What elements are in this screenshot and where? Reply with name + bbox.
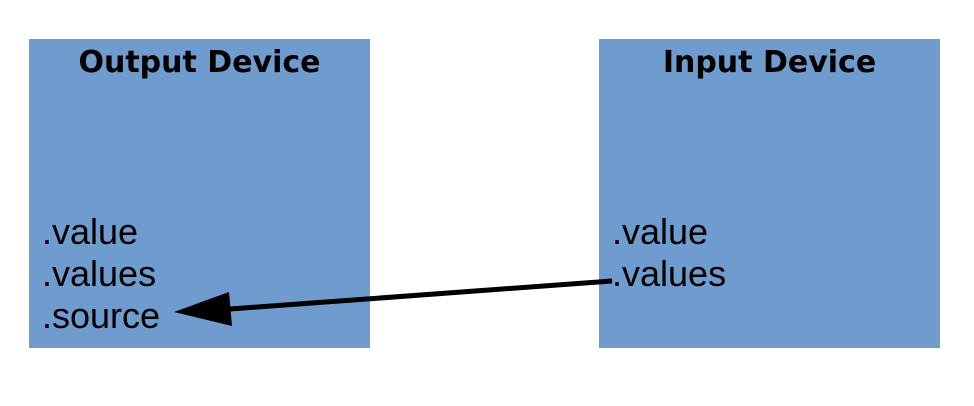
output-member-values: .values [42,253,157,294]
output-device-box: Output Device .value .values .source [29,39,370,348]
input-device-title: Input Device [662,45,877,80]
input-member-value: .value [612,211,709,252]
output-device-title: Output Device [78,45,321,80]
input-device-box: Input Device .value .values [599,39,940,348]
input-member-values: .values [612,253,727,294]
output-device-member-list: .value .values .source [42,211,160,337]
output-member-source: .source [42,295,161,336]
input-device-member-list: .value .values [612,211,726,295]
output-member-value: .value [42,211,139,252]
